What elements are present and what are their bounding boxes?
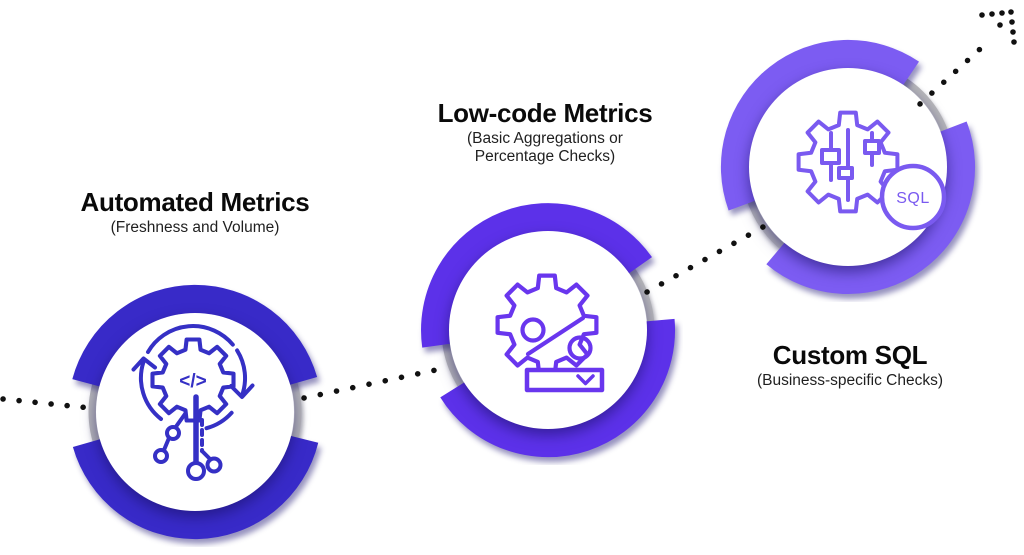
stage-title: Custom SQL	[772, 340, 928, 370]
code-glyph: </>	[179, 371, 206, 392]
stage-label-automated-metrics: Automated Metrics (Freshness and Volume)	[35, 188, 355, 237]
accent-ring	[72, 284, 319, 540]
accent-ring	[720, 39, 976, 295]
gear-sliders-sql-icon: SQL	[796, 110, 947, 231]
stage-subtitle: (Basic Aggregations or Percentage Checks…	[467, 130, 623, 166]
badge-inner-disc	[449, 231, 647, 429]
stage-title: Low-code Metrics	[437, 98, 653, 128]
stage-subtitle: (Freshness and Volume)	[110, 219, 280, 237]
corner-flourish-dots	[979, 9, 1017, 45]
gear-code-circuit-automation-icon: </>	[131, 324, 255, 481]
stage-label-low-code-metrics: Low-code Metrics (Basic Aggregations or …	[385, 99, 705, 167]
stage-badge-low-code-metrics	[413, 195, 683, 465]
sql-label: SQL	[896, 190, 930, 207]
stage-subtitle: (Business-specific Checks)	[756, 372, 944, 390]
accent-ring	[421, 203, 676, 458]
stage-badge-custom-sql: SQL	[713, 32, 983, 302]
sql-badge-circle	[879, 163, 947, 231]
stage-badge-automated-metrics: </>	[60, 277, 330, 547]
stage-label-custom-sql: Custom SQL (Business-specific Checks)	[690, 341, 1010, 390]
gear-percent-dropdown-icon	[498, 276, 605, 393]
stage-title: Automated Metrics	[80, 187, 310, 217]
